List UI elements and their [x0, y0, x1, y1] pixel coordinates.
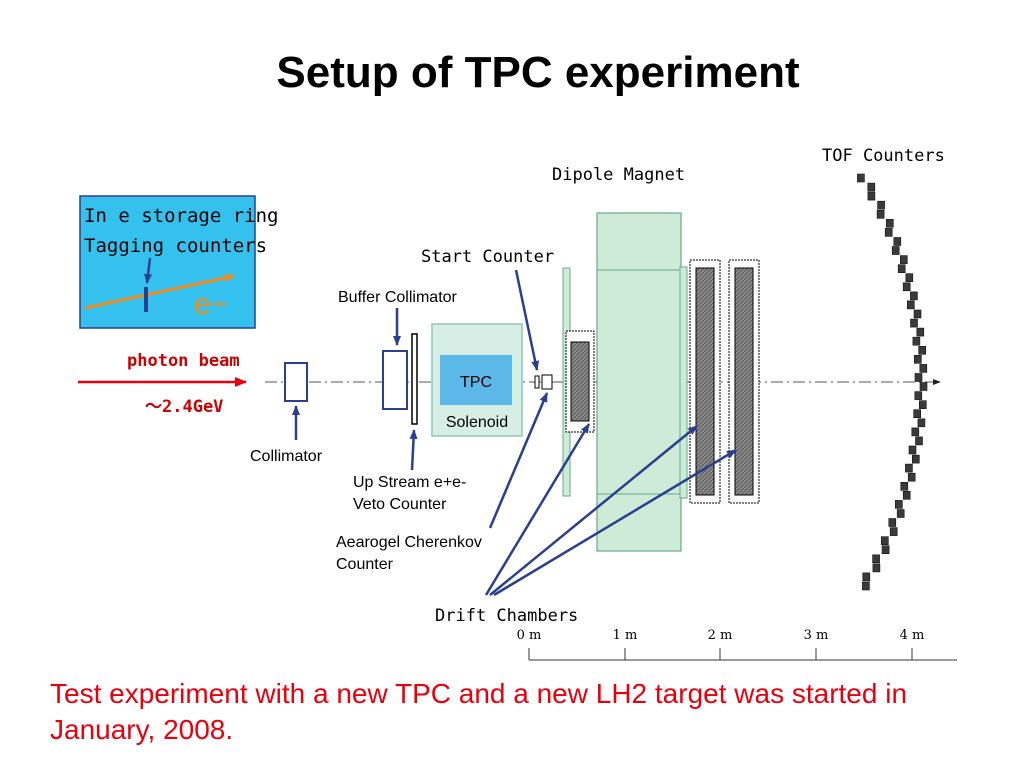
aerogel-label-line1: Aearogel Cherenkov: [336, 534, 482, 551]
tof-counter-segment: [911, 454, 920, 464]
upstream-veto-label-line2: Veto Counter: [353, 496, 447, 513]
downstream-plate: [679, 266, 688, 499]
tof-counter-segment: [891, 246, 900, 255]
tof-counter-segment: [867, 191, 876, 201]
tof-counter-segment: [908, 445, 917, 455]
tof-counter-segment: [902, 490, 911, 500]
dipole-magnet: [596, 212, 682, 552]
start-counter: [534, 375, 540, 389]
upstream-veto-label-line1: Up Stream e+e-: [353, 474, 466, 491]
solenoid-label: Solenoid: [446, 414, 508, 431]
tof-counter-segment: [911, 427, 920, 437]
dipole-magnet-label: Dipole Magnet: [552, 165, 685, 185]
start-counter-label: Start Counter: [421, 247, 554, 267]
tof-counter-segment: [919, 382, 928, 391]
drift-chamber-3: [734, 267, 754, 496]
drift-chambers-label: Drift Chambers: [435, 606, 578, 626]
slide-title: Setup of TPC experiment: [276, 48, 800, 97]
drift-chamber-2: [695, 267, 715, 496]
inset-electron-path: [84, 273, 235, 310]
slide-caption: Test experiment with a new TPC and a new…: [50, 678, 908, 745]
buffer-collimator: [382, 350, 408, 410]
tof-counter-segment: [877, 200, 885, 210]
photon-beam-label: photon beam: [127, 351, 240, 371]
storage-ring-inset: In e storage ring Tagging counters e−: [79, 195, 278, 329]
tpc: [440, 355, 512, 405]
aerogel-cherenkov-counter: [541, 374, 553, 390]
tof-counter-segment: [913, 309, 922, 319]
tof-counter-segment: [914, 391, 923, 400]
inset-tag-arrow: [144, 257, 153, 284]
beam-energy-label: ～2.4GeV: [145, 397, 223, 417]
tof-counter-segment: [902, 282, 911, 292]
collimator-label: Collimator: [250, 448, 323, 465]
tof-counter-segment: [912, 336, 921, 346]
tof-counter-segment: [913, 354, 922, 364]
tof-counter-segment: [897, 264, 906, 274]
inset-background: [79, 195, 256, 329]
tof-counter-segment: [916, 327, 925, 337]
tof-counter-segment: [905, 273, 914, 283]
tof-counter-segment: [872, 554, 880, 564]
tof-counter-segment: [889, 527, 898, 536]
tof-counter-segment: [884, 228, 893, 237]
drift-chamber-1: [570, 341, 590, 422]
tof-counter-segment: [893, 237, 902, 246]
collimator: [284, 362, 308, 402]
tof-counter-segment: [918, 345, 927, 355]
buffer-collimator-label: Buffer Collimator: [338, 289, 458, 306]
tof-counter-segment: [905, 463, 913, 473]
tof-counter-segment: [907, 472, 916, 482]
aerogel-arrow: [488, 392, 549, 529]
start-counter-arrow: [514, 269, 540, 371]
inset-line2: Tagging counters: [84, 235, 267, 257]
tof-counter-segment: [885, 219, 894, 228]
electron-symbol: e−: [194, 288, 228, 321]
tof-counter-segment: [913, 409, 922, 419]
upstream-veto-arrow: [409, 429, 418, 471]
tof-counter-segment: [910, 318, 918, 328]
tof-counter-segment: [917, 418, 926, 428]
tof-counter-segment: [876, 210, 885, 219]
scale-label-2: 2 m: [708, 628, 733, 643]
tof-counter-segment: [862, 581, 870, 591]
tof-counter-segment: [900, 481, 909, 491]
tof-counter-segment: [881, 545, 890, 555]
inset-line1: In e storage ring: [84, 205, 278, 227]
tof-counter-segment: [910, 291, 918, 301]
tof-counter-segment: [888, 518, 897, 527]
drift-chamber-arrow-1: [484, 423, 591, 596]
drift-chamber-arrow-3: [493, 448, 737, 597]
upstream-veto-counter: [411, 333, 418, 425]
setup-diagram: In e storage ring Tagging counters e− ph…: [78, 146, 957, 661]
tof-counter-segment: [899, 255, 908, 264]
tof-counter-segment: [914, 373, 923, 382]
tof-counter-segment: [918, 400, 927, 410]
tof-counter-segment: [919, 364, 928, 373]
tof-counter-segment: [872, 563, 881, 573]
scale-label-4: 4 m: [900, 628, 925, 643]
tof-counter-segment: [894, 500, 903, 509]
scale-label-1: 1 m: [613, 628, 638, 643]
distance-scale: 0 m 1 m 2 m 3 m 4 m: [517, 628, 957, 661]
tof-counters-label: TOF Counters: [822, 146, 945, 166]
tof-counter-wall: [857, 173, 928, 591]
tof-counter-segment: [915, 436, 923, 446]
aerogel-label-line2: Counter: [336, 556, 394, 573]
tof-counter-segment: [880, 536, 889, 546]
tof-counter-segment: [906, 300, 915, 310]
tpc-label: TPC: [460, 374, 492, 391]
tof-counter-segment: [857, 173, 865, 183]
scale-label-0: 0 m: [517, 628, 542, 643]
tof-counter-segment: [896, 509, 905, 518]
scale-label-3: 3 m: [804, 628, 829, 643]
tof-counter-segment: [862, 572, 871, 582]
tof-counter-segment: [867, 182, 876, 192]
drift-chamber-arrow-2: [489, 425, 698, 596]
